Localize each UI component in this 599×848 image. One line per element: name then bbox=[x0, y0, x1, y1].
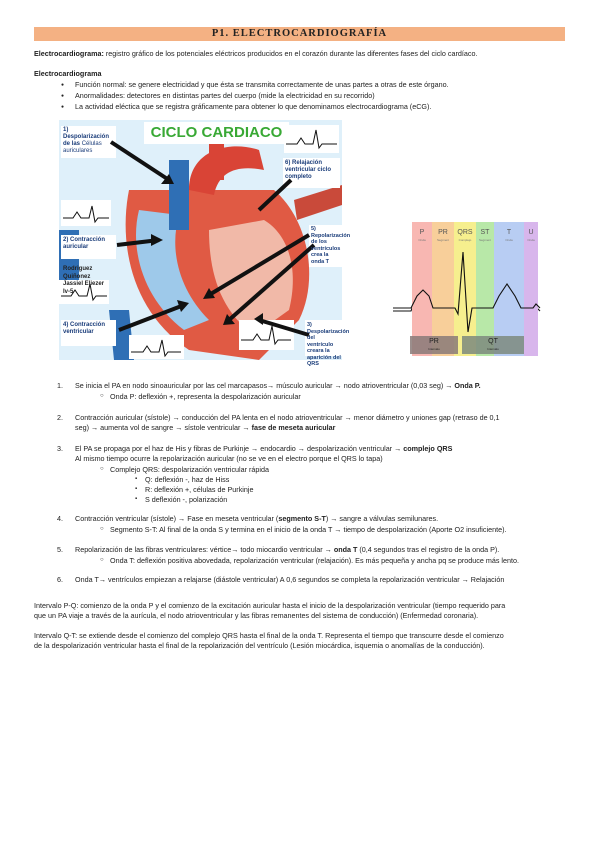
section-heading: Electrocardiograma bbox=[34, 69, 102, 78]
page-title: P1. ELECTROCARDIOGRAFÍA bbox=[34, 27, 565, 41]
step-4-text-end: ) → sangre a válvulas semilunares. bbox=[325, 514, 439, 523]
bullet-item: Anormalidades: detectores en distintas p… bbox=[61, 91, 375, 101]
ecg-band-pr bbox=[432, 222, 454, 356]
ecg-label-p: P bbox=[419, 229, 425, 236]
intro-text: registro gráfico de los potenciales eléc… bbox=[103, 49, 478, 58]
ecg-label-pr: PR bbox=[438, 229, 448, 236]
bullet-item: La actividad eléctica que se registra gr… bbox=[61, 102, 431, 112]
step-1-line: Se inicia el PA en nodo sinoauricular po… bbox=[75, 381, 481, 391]
ecg-interval-pr-label: PR bbox=[429, 338, 439, 345]
ecg-sub-st: Segment bbox=[478, 238, 491, 242]
label-step-1-text: 1) Despolarización de las bbox=[63, 127, 110, 147]
step-1-sub: Onda P: deflexión +, representa la despo… bbox=[100, 392, 301, 402]
label-step-3: 3) Despolarización del ventrículo creara… bbox=[307, 322, 350, 367]
step-number: 1. bbox=[57, 381, 63, 390]
step-3-bold: complejo QRS bbox=[403, 444, 453, 453]
step-2-text: seg) → aumenta vol de sangre → sístole v… bbox=[75, 423, 252, 432]
step-5-bold: onda T bbox=[333, 545, 358, 554]
step-4-bold: segmento S-T bbox=[278, 514, 326, 523]
step-2-line-2: seg) → aumenta vol de sangre → sístole v… bbox=[75, 423, 335, 433]
ecg-label-u: U bbox=[528, 229, 534, 236]
label-step-4: 4) Contracción ventricular bbox=[63, 322, 106, 335]
interval-pq-line-1: Intervalo P-Q: comienzo de la onda P y e… bbox=[34, 601, 506, 610]
ecg-interval-qt-sub: Intervalo bbox=[487, 347, 499, 351]
ecg-label-t: T bbox=[506, 229, 512, 236]
label-step-5: 5) Repolarización de los ventrículos cre… bbox=[311, 226, 351, 265]
ecg-band-t bbox=[494, 222, 524, 356]
interval-qt-line-2: de la despolarización ventricular hasta … bbox=[34, 641, 485, 650]
step-3-subsub: Q: deflexión -, haz de Hiss bbox=[135, 475, 229, 485]
step-number: 2. bbox=[57, 413, 63, 422]
step-3-line-1: El PA se propaga por el haz de His y fib… bbox=[75, 444, 452, 454]
step-3-text: El PA se propaga por el haz de His y fib… bbox=[75, 444, 404, 453]
ecg-band-st bbox=[476, 222, 494, 356]
step-5-text-end: (0,4 segundos tras el registro de la ond… bbox=[357, 545, 500, 554]
ecg-interval-qt bbox=[462, 336, 524, 354]
interval-pq-line-2: que un PA viaje a través de la aurícula,… bbox=[34, 611, 479, 620]
step-5-sub: Onda T: deflexión positiva abovedada, re… bbox=[100, 556, 519, 566]
cycle-banner: CICLO CARDIACO bbox=[150, 124, 283, 141]
step-3-sub: Complejo QRS: despolarización ventricula… bbox=[100, 465, 269, 475]
ecg-interval-qt-label: QT bbox=[488, 338, 498, 345]
ecg-line bbox=[393, 251, 541, 333]
step-1-bold: Onda P. bbox=[454, 381, 481, 390]
label-step-1-sub: Células auriculares bbox=[63, 141, 102, 154]
step-number: 4. bbox=[57, 514, 63, 523]
step-5-line: Repolarización de las fibras ventricular… bbox=[75, 545, 499, 555]
step-number: 6. bbox=[57, 575, 63, 584]
step-4-sub: Segmento S-T: Al final de la onda S y te… bbox=[100, 525, 506, 535]
step-1-text: Se inicia el PA en nodo sinoauricular po… bbox=[75, 381, 455, 390]
ecg-sub-p: Onda bbox=[418, 238, 426, 242]
ecg-label-qrs: QRS bbox=[457, 229, 473, 236]
heart-illustration bbox=[59, 120, 342, 360]
step-number: 5. bbox=[57, 545, 63, 554]
step-4-line: Contracción ventricular (sístole) → Fase… bbox=[75, 514, 438, 524]
author-credit: Rodriguez Quiñonez Jassiel Eliezer Iv-5 bbox=[63, 266, 105, 295]
ecg-band-p bbox=[412, 222, 432, 356]
label-step-1: 1) Despolarización de las Células auricu… bbox=[63, 127, 115, 155]
intro-term: Electrocardiograma: bbox=[34, 49, 104, 58]
interval-qt-line-1: Intervalo Q-T: se extiende desde el comi… bbox=[34, 631, 504, 640]
ecg-interval-pr bbox=[410, 336, 458, 354]
step-2-line-1: Contracción auricular (sístole) → conduc… bbox=[75, 413, 500, 422]
label-step-6: 6) Relajación ventricular ciclo completo bbox=[285, 160, 332, 180]
bullet-item: Función normal: se genere electricidad y… bbox=[61, 80, 449, 90]
step-2-bold: fase de meseta auricular bbox=[251, 423, 336, 432]
ecg-label-st: ST bbox=[480, 229, 490, 236]
intro-definition: Electrocardiograma: registro gráfico de … bbox=[34, 49, 477, 59]
step-3-line-2: Al mismo tiempo ocurre la repolarización… bbox=[75, 454, 383, 463]
ecg-sub-t: Onda bbox=[505, 238, 513, 242]
ecg-sub-qrs: Complejo bbox=[458, 238, 472, 242]
ecg-interval-pr-sub: Intervalo bbox=[428, 347, 440, 351]
step-6-line: Onda T→ ventrículos empiezan a relajarse… bbox=[75, 575, 505, 584]
step-4-text: Contracción ventricular (sístole) → Fase… bbox=[75, 514, 279, 523]
cardiac-cycle-figure: CICLO CARDIACO 1) Despolarización de las… bbox=[59, 120, 351, 367]
ecg-band-u bbox=[524, 222, 538, 356]
step-5-text: Repolarización de las fibras ventricular… bbox=[75, 545, 334, 554]
step-3-subsub: S deflexión -, polarización bbox=[135, 495, 227, 505]
step-number: 3. bbox=[57, 444, 63, 453]
ecg-sub-pr: Segment bbox=[436, 238, 449, 242]
label-step-2: 2) Contracción auricular bbox=[63, 237, 106, 250]
step-3-subsub: R: deflexión +, células de Purkinje bbox=[135, 485, 254, 495]
ecg-sub-u: Onda bbox=[527, 238, 535, 242]
